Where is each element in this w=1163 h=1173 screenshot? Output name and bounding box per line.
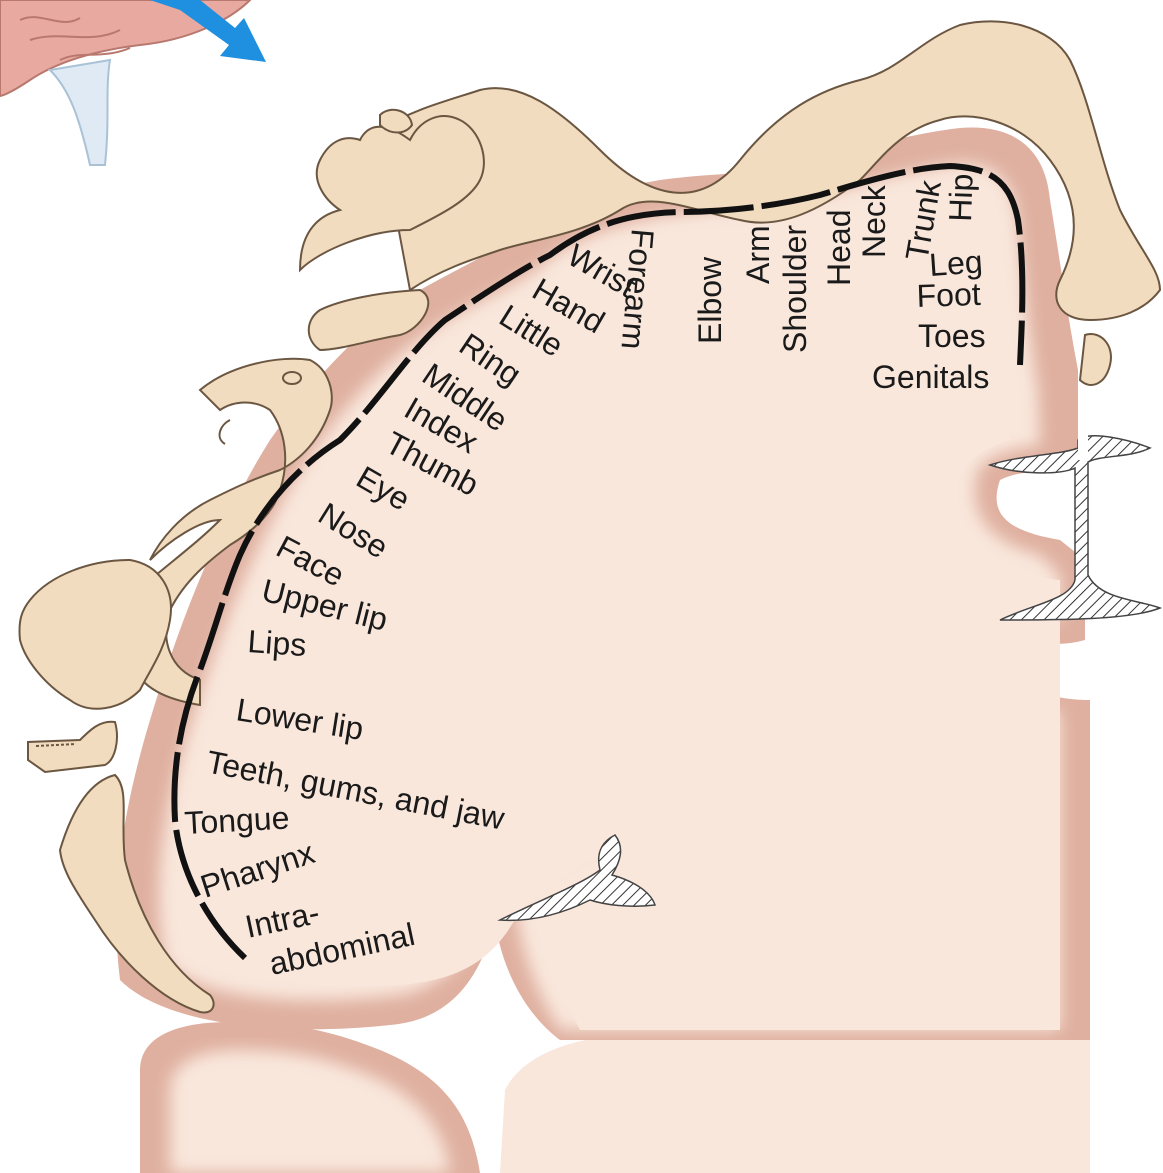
label-head: Head [821, 210, 857, 287]
label-shoulder: Shoulder [777, 225, 813, 353]
temporal-lobe [140, 1022, 1090, 1173]
label-genitals: Genitals [872, 359, 989, 395]
label-toes: Toes [918, 318, 986, 354]
label-lips: Lips [247, 623, 308, 663]
label-neck: Neck [856, 184, 892, 258]
label-tongue: Tongue [183, 800, 290, 841]
label-foot: Foot [916, 276, 981, 314]
label-elbow: Elbow [692, 256, 728, 344]
label-hip: Hip [942, 173, 980, 222]
label-arm: Arm [740, 225, 776, 284]
